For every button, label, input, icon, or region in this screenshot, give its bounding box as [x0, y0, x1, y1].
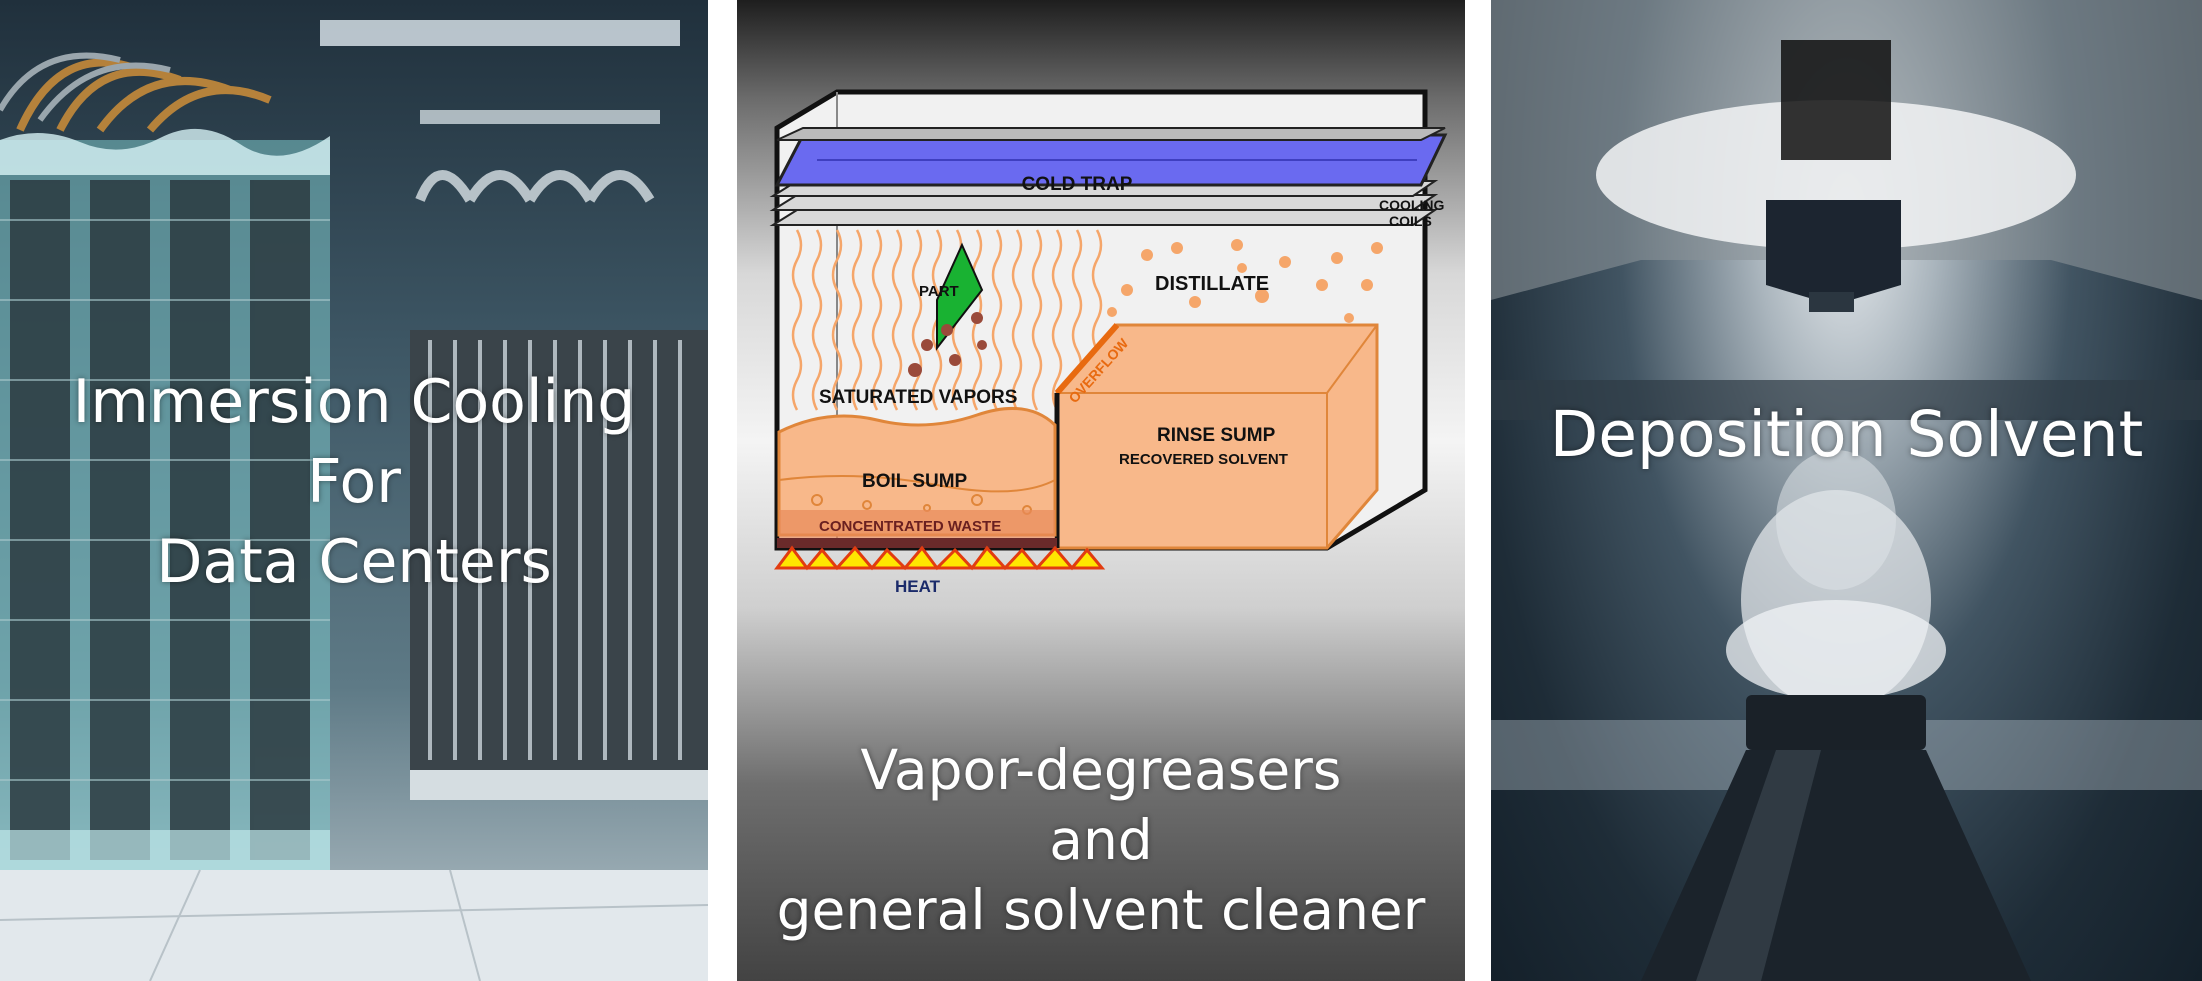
caption-line: general solvent cleaner [776, 878, 1426, 942]
caption-line: Vapor-degreasers [860, 738, 1342, 802]
vapor-degreaser-diagram: COLD TRAP COOLING COILS DISTILLATE PART … [769, 89, 1448, 596]
rinse-sump-label: RINSE SUMP [1157, 425, 1276, 446]
part-shape [936, 242, 984, 351]
concentrated-waste-label: CONCENTRATED WASTE [819, 518, 1001, 535]
cold-trap-label: COLD TRAP [1022, 174, 1133, 195]
immersion-cooling-caption: Immersion Cooling For Data Centers [0, 362, 708, 602]
deposition-solvent-panel: Deposition Solvent [1491, 0, 2202, 981]
caption-line: Data Centers [156, 527, 552, 597]
part-label: PART [919, 283, 959, 300]
cooling-label: COOLING [1379, 197, 1444, 213]
data-center-illustration [0, 20, 708, 981]
recovered-solvent-label: RECOVERED SOLVENT [1119, 451, 1288, 468]
lower-nozzle-rim [1746, 695, 1926, 750]
caption-line: Immersion Cooling [72, 367, 636, 437]
boil-sump [777, 406, 1057, 537]
distillate-label: DISTILLATE [1155, 273, 1269, 295]
saturated-vapors-label: SATURATED VAPORS [819, 387, 1017, 408]
caption-line: For [307, 447, 401, 517]
upper-nozzle [1766, 200, 1901, 300]
coils-label: COILS [1389, 213, 1432, 229]
caption-line: and [1049, 808, 1153, 872]
vapor-degreaser-panel: COLD TRAP COOLING COILS DISTILLATE PART … [737, 0, 1465, 981]
immersion-cooling-panel: Immersion Cooling For Data Centers [0, 0, 708, 981]
condensate-drops [908, 312, 987, 377]
concentrated-waste [779, 510, 1055, 538]
heat-label: HEAT [895, 577, 941, 596]
deposition-solvent-caption: Deposition Solvent [1491, 395, 2202, 475]
deposition-nozzle-illustration [1491, 0, 2202, 981]
caption-line: Deposition Solvent [1549, 398, 2144, 471]
boil-sump-label: BOIL SUMP [862, 471, 968, 492]
heat-flames [774, 545, 1106, 571]
distillate-drops [1107, 239, 1383, 323]
vapor-degreaser-caption: Vapor-degreasers and general solvent cle… [737, 735, 1465, 945]
